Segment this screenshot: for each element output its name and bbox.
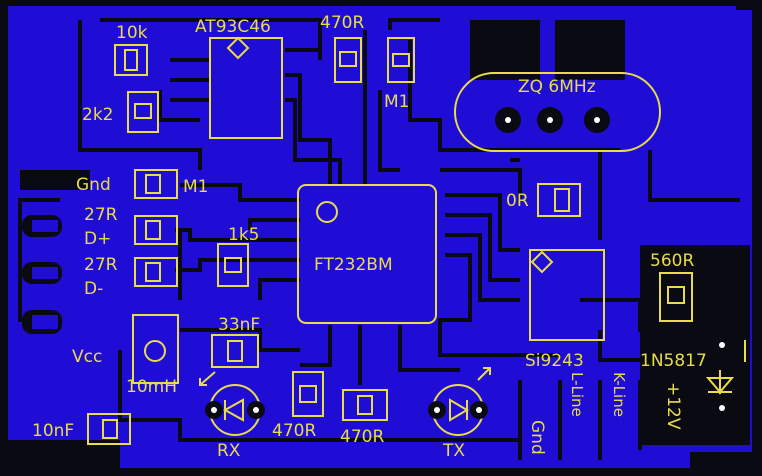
label-r-1k5: 1k5: [228, 225, 259, 245]
cutout: [555, 20, 625, 80]
label-ic-at93c46: AT93C46: [195, 17, 271, 37]
label-ic-si9243: Si9243: [525, 351, 584, 371]
label-r-10k: 10k: [116, 23, 148, 43]
label-r-470r-bl: 470R: [272, 421, 316, 441]
label-crystal: ZQ 6MHz: [518, 77, 596, 97]
round-pads-inner: [211, 117, 725, 413]
copper-island: [32, 315, 58, 329]
label-r-2k2: 2k2: [82, 105, 113, 125]
label-vcc: Vcc: [72, 347, 102, 367]
label-led-rx: RX: [217, 441, 241, 461]
copper-island: [32, 220, 58, 232]
label-r-27r-a: 27R: [84, 205, 118, 225]
label-r-470r-top: 470R: [320, 13, 364, 33]
label-gnd-left: Gnd: [76, 175, 111, 195]
label-k-line: K-Line: [610, 372, 628, 417]
label-r-27r-b: 27R: [84, 255, 118, 275]
cutout: [470, 20, 540, 80]
label-c-33nf: 33nF: [218, 315, 260, 335]
label-d-minus: D-: [84, 279, 103, 299]
label-led-tx: TX: [442, 441, 465, 461]
label-plus-12v: +12V: [663, 382, 683, 430]
label-d-plus: D+: [84, 229, 111, 249]
label-diode-1n5817: 1N5817: [640, 351, 707, 371]
connector-tab: [736, 0, 762, 10]
label-l-10mh: 10mH: [126, 377, 177, 397]
label-ic-ft232bm: FT232BM: [314, 255, 393, 275]
label-m1-top: M1: [384, 92, 409, 112]
cutout: [20, 170, 90, 190]
label-r-470r-bm: 470R: [340, 427, 384, 447]
copper-island: [32, 267, 58, 279]
label-l-line: L-Line: [568, 372, 586, 417]
label-gnd-bottom: Gnd: [527, 420, 547, 455]
label-c-10nf: 10nF: [32, 421, 74, 441]
label-r-0r: 0R: [506, 191, 529, 211]
label-r-560r: 560R: [650, 251, 694, 271]
label-m1-left: M1: [183, 177, 208, 197]
silkscreen: [87, 36, 746, 445]
